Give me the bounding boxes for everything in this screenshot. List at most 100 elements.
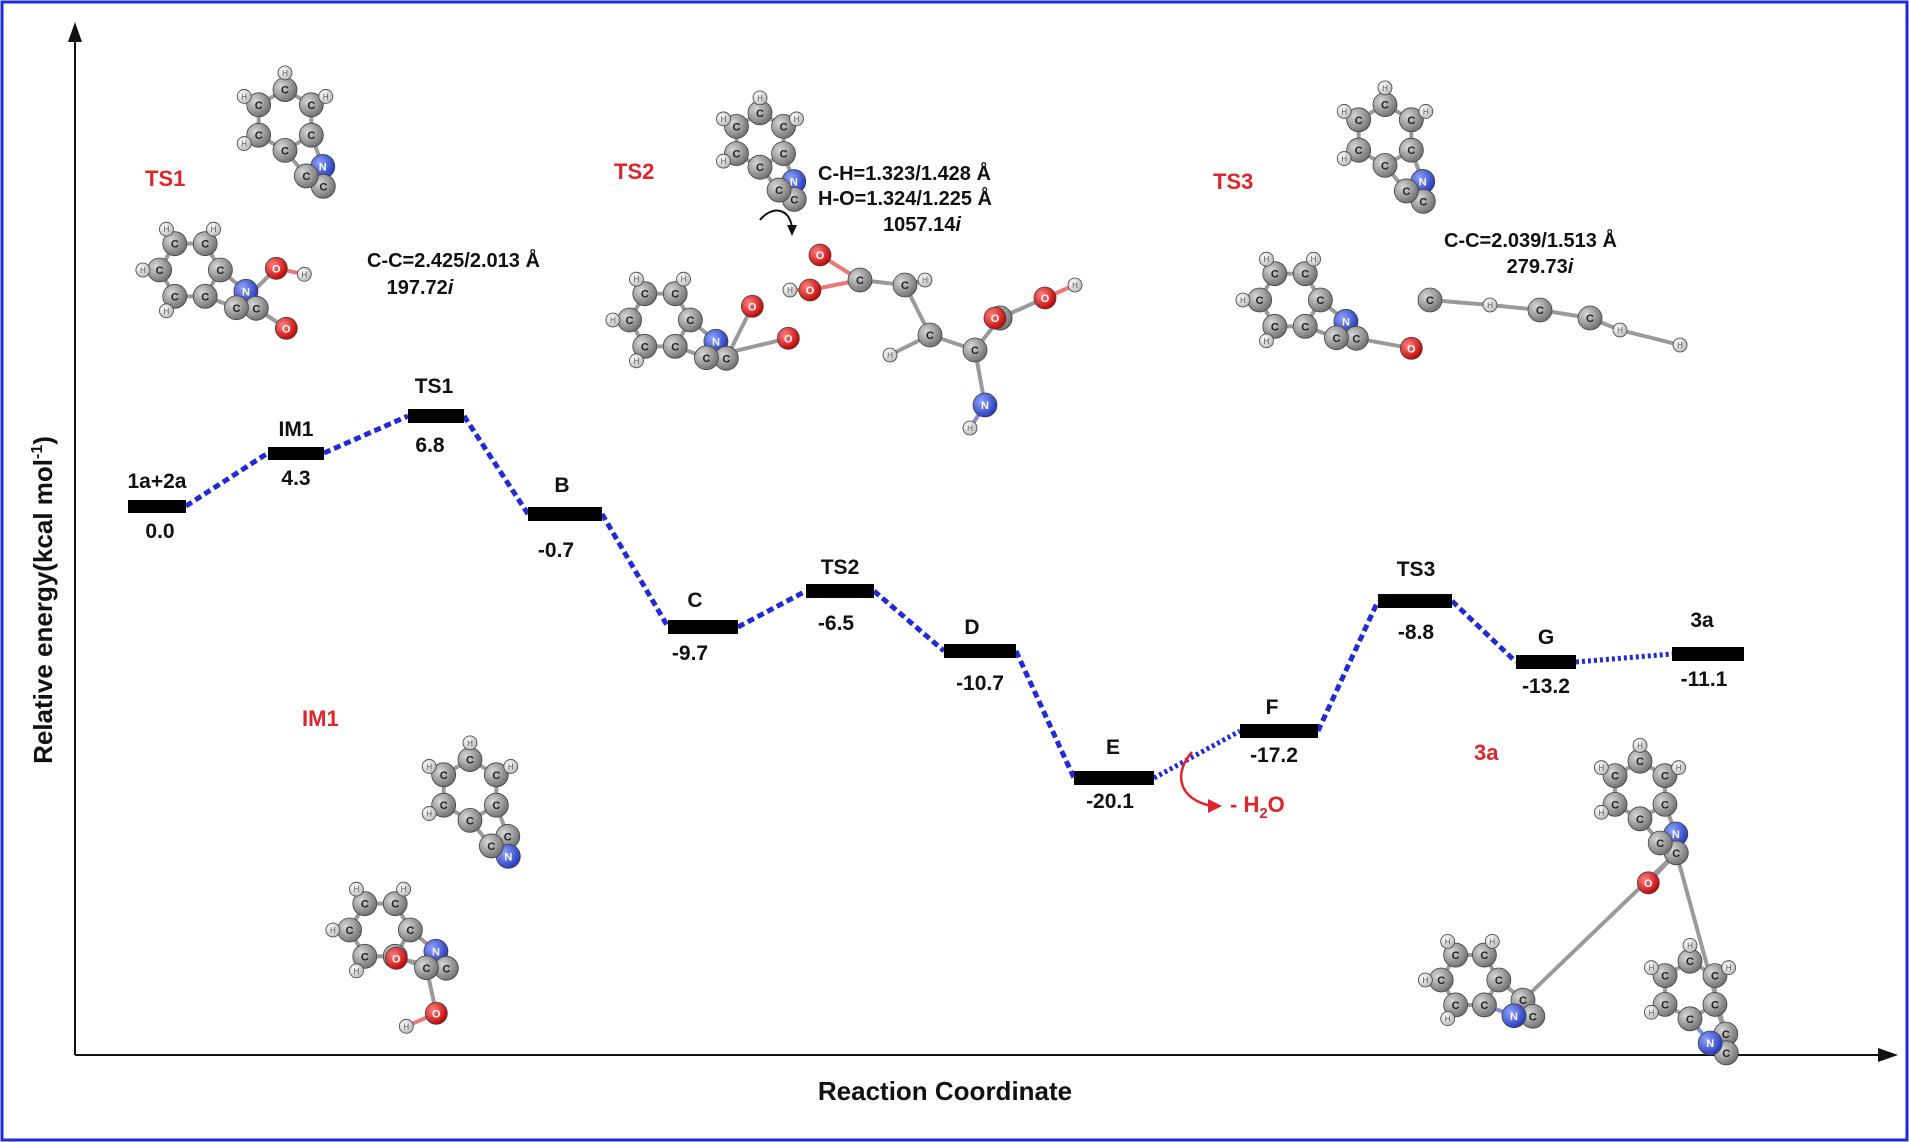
ts1-nitrogen-letter: N	[242, 286, 250, 298]
connector-4	[599, 512, 671, 629]
im1-molecule: CCCCCCCNCHHHHCCCCCCNCCHHHHOOH	[325, 735, 521, 1034]
ts3-carbon-letter: C	[1301, 269, 1309, 281]
ts1-hydrogen-letter: H	[323, 92, 329, 101]
ts1-carbon-atom	[192, 283, 218, 309]
3a-hydrogen-letter: H	[1445, 1015, 1451, 1024]
im1-hydrogen-letter: H	[426, 762, 432, 771]
connector-9	[1315, 599, 1381, 733]
ts3-carbon-atom	[1372, 152, 1398, 178]
ts2-carbon-letter: C	[780, 149, 788, 161]
ts2-carbon-letter: C	[971, 345, 979, 357]
level-value-b: -0.7	[538, 539, 574, 562]
ts2-carbon-letter: C	[901, 280, 909, 292]
3a-hydrogen-letter: H	[1598, 808, 1604, 817]
ts3-carbon-atom	[1292, 313, 1318, 339]
ts2-hydrogen-letter: H	[967, 424, 973, 433]
ts2-hydrogen-letter: H	[634, 357, 640, 366]
level-label-ts2: TS2	[821, 556, 860, 579]
ts2-carbon-letter: C	[856, 275, 864, 287]
ts1-carbon-atom	[162, 283, 188, 309]
ts2-carbon-letter: C	[780, 121, 788, 133]
ts2-hydrogen-letter: H	[721, 115, 727, 124]
3a-carbon-letter: C	[1480, 1000, 1488, 1012]
ts1-carbon-atom	[162, 231, 188, 257]
ts2-hydrogen-atom	[716, 153, 731, 169]
level-label-im1: IM1	[278, 418, 313, 441]
ts2-oxygen-atom	[808, 243, 832, 267]
ts2-hydrogen-letter: H	[757, 94, 763, 103]
water-loss-suffix: O	[1268, 792, 1285, 817]
ts2-molecule: CCCCCCNCCHHHHCCCCCCNCCHHHHOOOOCCCCCCOOHN…	[605, 90, 1083, 436]
im1-oxygen-letter: O	[432, 1008, 441, 1020]
ts1-carbon-letter: C	[281, 85, 289, 97]
im1-carbon-atom	[457, 808, 483, 833]
connector-5	[736, 588, 808, 630]
ts1-hydrogen-letter: H	[301, 270, 307, 279]
ts2-hydrogen-atom	[962, 420, 978, 436]
ts2-nitrogen-atom	[972, 392, 998, 418]
ts3-hydrogen-letter: H	[1341, 155, 1347, 164]
ts1-carbon-atom	[207, 257, 233, 283]
ts2-hydrogen-letter: H	[721, 157, 727, 166]
ts3-hydrogen-letter: H	[1341, 107, 1347, 116]
ts2-carbon-letter: C	[671, 289, 679, 301]
ts1-carbon-letter: C	[171, 239, 179, 251]
ts1-carbon-letter: C	[281, 145, 289, 157]
im1-hydrogen-letter: H	[354, 885, 360, 894]
im1-hydrogen-atom	[325, 922, 341, 938]
ts1-hydrogen-letter: H	[164, 225, 170, 234]
ts3-carbon-letter: C	[1271, 321, 1279, 333]
ts1-frequency: 197.72i	[387, 277, 454, 299]
3a-hydrogen-atom	[1593, 760, 1609, 776]
ts1-carbon-letter: C	[302, 171, 310, 183]
ts2-nitrogen-letter: N	[712, 336, 720, 348]
3a-carbon-letter: C	[1437, 975, 1445, 987]
im1-carbon-letter: C	[406, 925, 414, 937]
x-axis-arrowhead	[1878, 1048, 1898, 1062]
ts2-carbon-atom	[678, 307, 703, 333]
ts3-hydrogen-letter: H	[1311, 255, 1317, 264]
level-label-f: F	[1266, 696, 1279, 719]
ts3-carbon-letter: C	[1402, 186, 1410, 198]
3a-hydrogen-atom	[1417, 972, 1433, 988]
ts2-curved-arrow	[759, 209, 793, 229]
ts1-carbon-letter: C	[201, 291, 209, 303]
3a-hydrogen-atom	[1632, 737, 1648, 753]
ts3-hydrogen-letter: H	[1264, 337, 1270, 346]
ts2-carbon-letter: C	[641, 341, 649, 353]
3a-hydrogen-atom	[1484, 933, 1500, 949]
ts3-carbon-letter: C	[1407, 145, 1415, 157]
im1-carbon-atom	[352, 891, 378, 917]
im1-carbon-atom	[478, 833, 504, 859]
ts3-frequency: 279.73i	[1507, 256, 1574, 278]
ts3-hydrogen-letter: H	[1617, 326, 1623, 335]
3a-carbon-letter: C	[1495, 975, 1503, 987]
im1-carbon-atom	[352, 943, 378, 969]
ts1-carbon-letter: C	[307, 100, 315, 112]
ts3-carbon-letter: C	[1355, 145, 1363, 157]
3a-carbon-atom	[1652, 963, 1678, 988]
ts2-carbon-letter: C	[926, 330, 934, 342]
3a-hydrogen-letter: H	[1648, 964, 1654, 973]
ts3-hydrogen-letter: H	[1240, 296, 1246, 305]
level-ts2: TS2 -6.5	[806, 556, 874, 635]
ts2-hydrogen-letter: H	[794, 115, 800, 124]
ts3-hydrogen-letter: H	[1677, 341, 1683, 350]
ts2-hydrogen-atom	[1067, 277, 1083, 293]
y-axis-arrowhead	[68, 22, 82, 42]
ts2-carbon-atom	[662, 281, 688, 307]
3a-carbon-letter: C	[1722, 1029, 1730, 1041]
level-bar-g	[1516, 655, 1576, 669]
ts2-hydrogen-letter: H	[681, 275, 687, 284]
3a-nitrogen-letter: N	[1510, 1011, 1518, 1023]
connector-3	[461, 414, 531, 516]
im1-carbon-atom	[483, 792, 509, 818]
ts2-carbon-letter: C	[702, 353, 710, 365]
3a-carbon-letter: C	[1452, 950, 1460, 962]
ts3-carbon-atom	[1398, 137, 1424, 163]
ts3-hydrogen-letter: H	[1423, 107, 1429, 116]
3a-hydrogen-atom	[1643, 1004, 1659, 1020]
